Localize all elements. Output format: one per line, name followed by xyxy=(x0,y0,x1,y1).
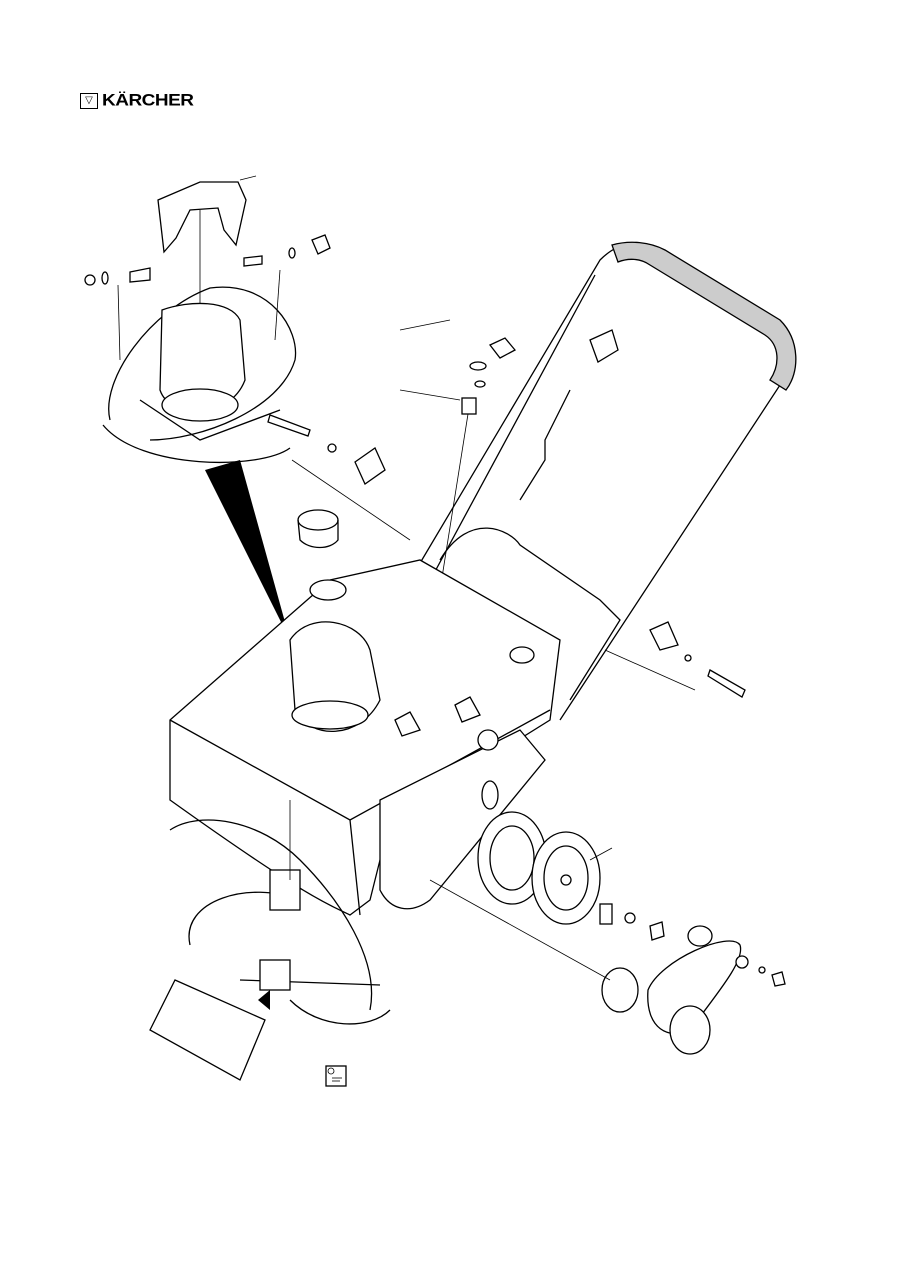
shear-bolt-bag xyxy=(149,979,270,1081)
auger xyxy=(169,800,391,1025)
kaercher-logo-icon: ▽ xyxy=(80,93,98,109)
pulleys-belt xyxy=(429,879,786,1055)
handle-frame xyxy=(409,241,797,721)
knob-bolt-left xyxy=(267,414,411,541)
fuel-cap xyxy=(297,509,339,549)
ignition-parts xyxy=(399,319,517,591)
read-manual-icon xyxy=(325,1065,347,1087)
brand-name: KÄRCHER xyxy=(102,91,194,110)
snow-thrower-body xyxy=(169,559,561,916)
knob-bolt-right xyxy=(604,621,746,698)
chute-detail xyxy=(102,286,297,464)
axle-parts xyxy=(599,903,665,941)
detail-pointer xyxy=(205,460,290,640)
brand-logo: ▽ KÄRCHER xyxy=(80,90,194,112)
wheels xyxy=(477,811,613,925)
fasteners-top xyxy=(84,234,331,361)
